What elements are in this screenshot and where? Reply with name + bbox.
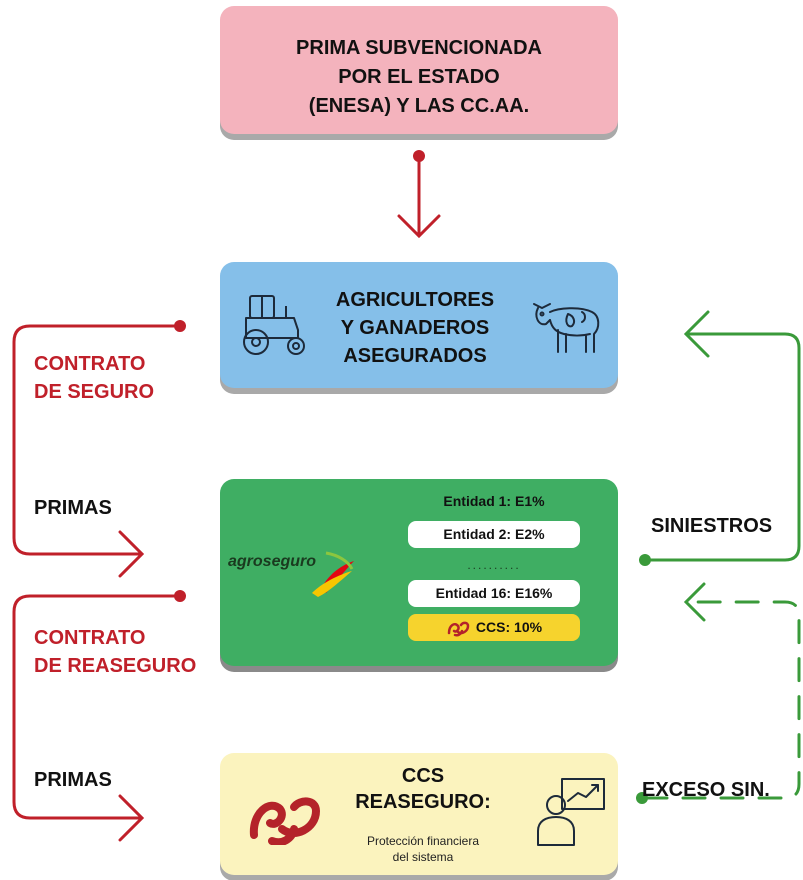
insured-farmers-box: AGRICULTORES Y GANADEROS ASEGURADOS: [220, 262, 618, 388]
siniestros-connector: [643, 310, 801, 562]
subsidy-arrow: [397, 154, 441, 239]
agroseguro-box: agroseguro Entidad 1: E1% Entidad 2: E2%…: [220, 479, 618, 666]
siniestros-label: SINIESTROS: [651, 515, 773, 537]
insured-farmers-title: AGRICULTORES Y GANADEROS ASEGURADOS: [335, 289, 495, 367]
entity-2-pill: Entidad 2: E2%: [408, 521, 580, 548]
contrato-seguro-label: CONTRATO DE SEGURO: [34, 353, 155, 403]
primas-label-1: PRIMAS: [34, 497, 112, 519]
ccs-share-pill: CCS: 10%: [408, 614, 580, 641]
contrato-seguro-connector: [12, 324, 182, 578]
agroseguro-logo: agroseguro: [226, 539, 356, 599]
subsidized-premium-title: PRIMA SUBVENCIONADA POR EL ESTADO (ENESA…: [296, 37, 542, 117]
agroseguro-swoosh-icon: [312, 551, 354, 597]
contrato-reaseguro-label: CONTRATO DE REASEGURO: [34, 627, 197, 677]
exceso-connector: [643, 582, 801, 800]
primas-label-2: PRIMAS: [34, 769, 112, 791]
ccs-reinsurance-title: CCS REASEGURO:: [355, 765, 491, 813]
presentation-person-icon: [537, 778, 605, 846]
ccs-reinsurance-subtitle: Protección financiera del sistema: [366, 834, 480, 864]
contrato-reaseguro-connector: [12, 594, 182, 842]
ccs-reinsurance-box: CCS REASEGURO: Protección financiera del…: [220, 753, 618, 875]
entity-1-label: Entidad 1: E1%: [443, 493, 545, 509]
ccs-share-label: CCS: 10%: [475, 619, 543, 635]
cow-icon: [533, 303, 600, 353]
entity-ellipsis: ..........: [467, 558, 521, 572]
exceso-siniestros-label: EXCESO SIN.: [642, 779, 770, 801]
ccs-logo-icon: [249, 797, 321, 845]
entity-16-pill: Entidad 16: E16%: [408, 580, 580, 607]
subsidy-arrow-dot: [413, 150, 425, 162]
subsidized-premium-box: PRIMA SUBVENCIONADA POR EL ESTADO (ENESA…: [220, 6, 618, 134]
agroseguro-logo-text: agroseguro: [228, 553, 317, 570]
tractor-icon: [243, 295, 305, 355]
ccs-logo-icon: [447, 621, 470, 637]
